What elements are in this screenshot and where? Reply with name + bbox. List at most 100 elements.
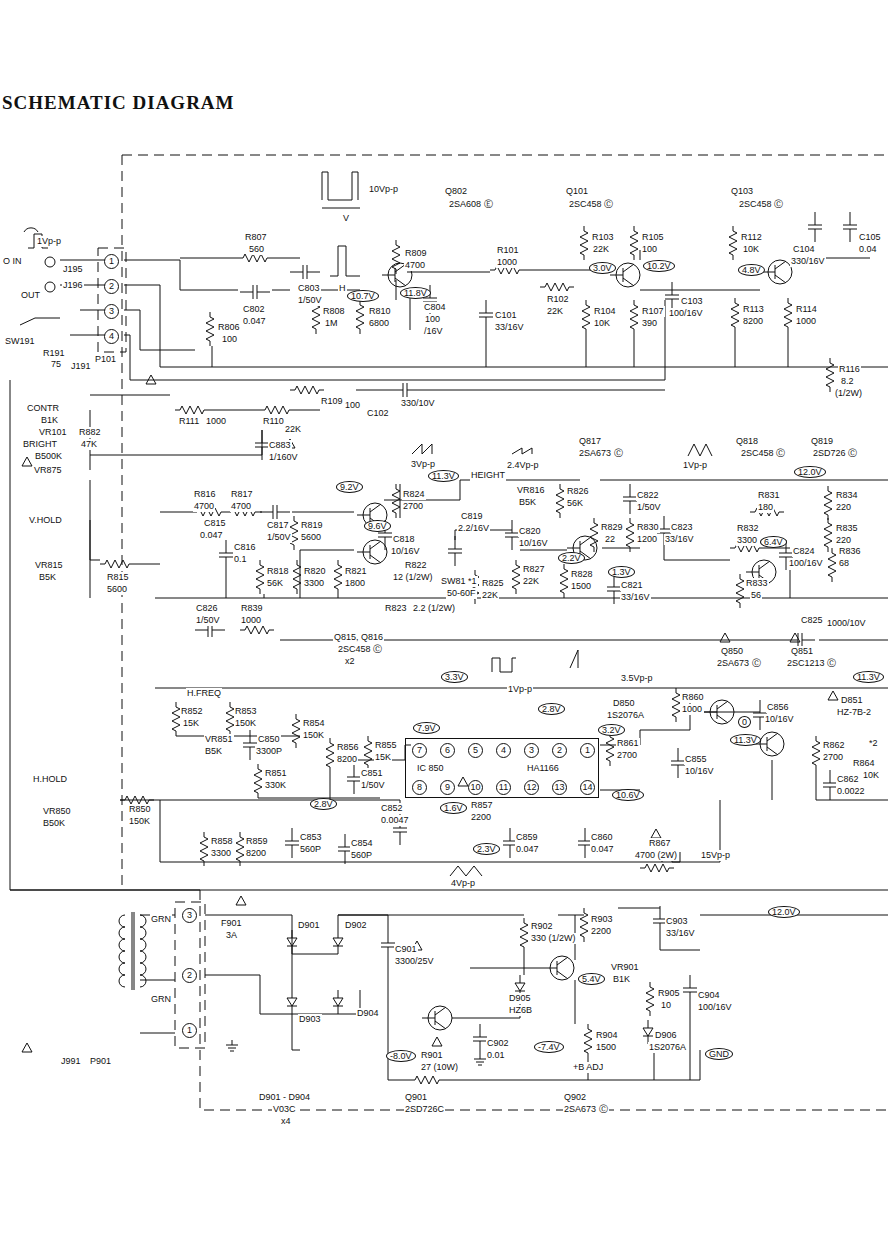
safety-marks [458, 777, 468, 786]
part-label: 6800 [368, 318, 390, 329]
part-label: C855 [684, 754, 708, 765]
part-label: 2SD726 Ⓒ [812, 448, 858, 459]
part-label: 1000 [496, 257, 518, 268]
part-label: 560 [248, 244, 265, 255]
part-label: C851 [360, 768, 384, 779]
pin-number: 11 [496, 780, 511, 795]
pin-number: 1 [182, 1023, 197, 1038]
part-label: 2.2/16V [457, 523, 490, 534]
components [357, 540, 387, 564]
wires [90, 390, 665, 410]
coil-symbols [119, 915, 125, 987]
part-label: 22K [522, 576, 540, 587]
components [812, 736, 820, 770]
part-label: 3300 [210, 848, 232, 859]
coil-symbols [132, 912, 134, 990]
part-label: 8200 [336, 754, 358, 765]
components [254, 764, 262, 798]
wires [338, 908, 660, 1018]
part-label: 47K [80, 439, 98, 450]
part-label: C854 [350, 838, 374, 849]
part-label: C816 [233, 542, 257, 553]
part-label: 3A [225, 930, 238, 941]
part-label: 0.047 [199, 530, 224, 541]
components [824, 486, 832, 520]
components [326, 738, 334, 772]
connector-plug: 321P901 [175, 905, 205, 1045]
components [823, 770, 837, 800]
part-label: R110 [262, 416, 285, 427]
components [364, 736, 372, 770]
part-label: R827 [522, 564, 546, 575]
part-label: 10K [593, 318, 611, 329]
components [448, 536, 462, 566]
safety-marks [432, 1037, 442, 1046]
part-label: C817 [266, 520, 290, 531]
part-label: D850 [612, 698, 636, 709]
part-label: 2SC458 Ⓒ [568, 199, 614, 210]
part-label: D901 - D904 [258, 1092, 311, 1103]
part-label: 2700 [402, 501, 424, 512]
components [512, 560, 520, 594]
part-label: V [342, 213, 350, 224]
safety-marks [790, 633, 800, 642]
part-label: V.HOLD [28, 515, 63, 526]
part-label: H.FREQ [186, 688, 222, 699]
part-label: R860 [681, 692, 705, 703]
waveforms [330, 246, 360, 276]
voltage-reading: 6.4V [760, 536, 787, 548]
safety-marks [22, 375, 838, 1052]
part-label: Q817 [578, 436, 602, 447]
part-label: R824 [402, 489, 426, 500]
part-name: HA1166 [526, 763, 560, 774]
wires [60, 260, 112, 335]
part-label: 150K [302, 730, 325, 741]
wires [10, 890, 888, 891]
part-label: B5K [38, 572, 57, 583]
part-label: 100 [221, 334, 238, 345]
part-label: 1/50V [297, 295, 323, 306]
components [356, 300, 364, 334]
part-label: C803 [297, 283, 321, 294]
part-label: SW191 [4, 336, 36, 347]
part-label: CONTR [26, 403, 60, 414]
components [287, 930, 297, 954]
part-label: R823 [384, 603, 408, 614]
part-label: C820 [518, 526, 542, 537]
pin-number: 12 [524, 780, 539, 795]
components [260, 406, 294, 414]
voltage-reading: -7.4V [534, 1041, 564, 1053]
components [293, 560, 301, 594]
part-label: 8.2 [840, 376, 855, 387]
part-label: VR101 [38, 427, 68, 438]
part-label: R104 [593, 306, 617, 317]
part-label: 330/10V [400, 398, 436, 409]
part-label: R853 [234, 706, 258, 717]
part-label: VR901 [610, 962, 640, 973]
part-label: 1000 [240, 615, 262, 626]
part-label: HZ6B [508, 1005, 533, 1016]
part-label: GRN [150, 994, 172, 1005]
components [808, 212, 822, 242]
part-label: R809 [404, 248, 428, 259]
part-label: 1200 [636, 534, 658, 545]
components [200, 832, 208, 866]
components [381, 930, 395, 960]
part-label: C824 [792, 546, 816, 557]
pin-number: 9 [440, 780, 455, 795]
frame-lines [122, 155, 123, 890]
part-label: R852 [180, 706, 204, 717]
part-label: 560P [350, 850, 373, 861]
pin-number: 6 [440, 743, 455, 758]
part-label: R882 [78, 427, 102, 438]
voltage-reading: 10.2V [643, 260, 675, 272]
part-label: R807 [244, 232, 268, 243]
part-label: C901 [394, 944, 418, 955]
part-label: Q103 [730, 186, 754, 197]
part-label: 10Vp-p [368, 184, 399, 195]
components [556, 484, 564, 518]
part-label: 100 [344, 400, 361, 411]
jacks [45, 257, 55, 267]
components [672, 688, 680, 722]
components [520, 918, 528, 952]
